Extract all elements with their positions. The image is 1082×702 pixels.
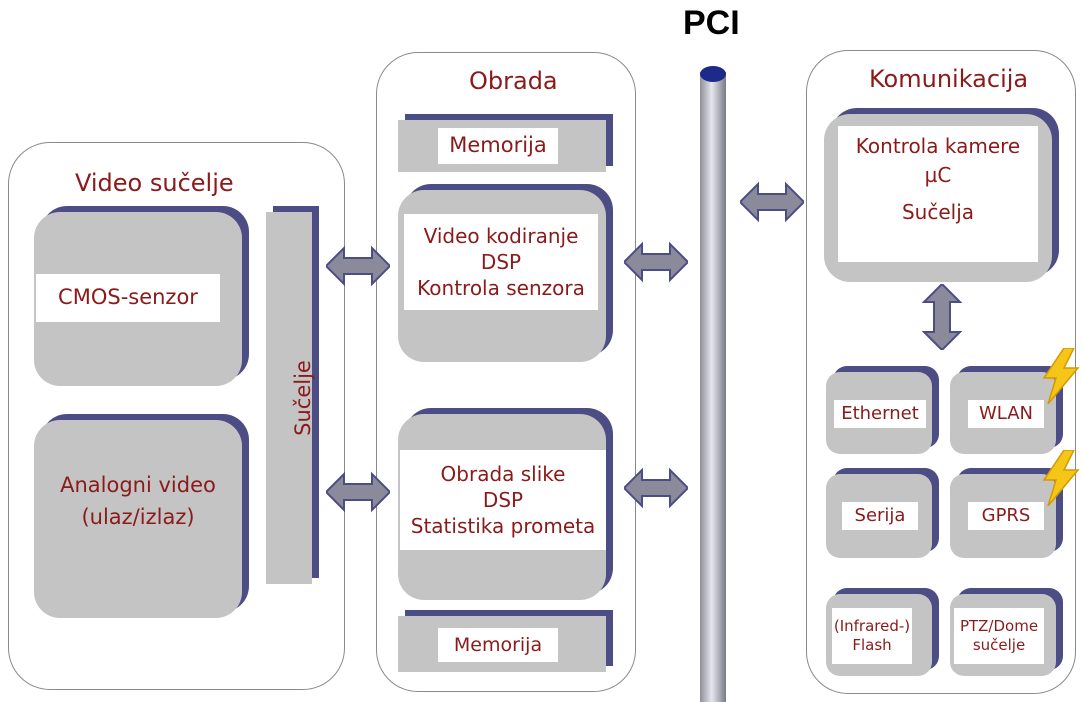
lightning-icon (1042, 348, 1080, 404)
ptz-line-1: PTZ/Dome (959, 616, 1039, 635)
cmos-sensor-label: CMOS-senzor (36, 274, 220, 322)
image-processing-block: Obrada slike DSP Statistika prometa (398, 414, 606, 600)
wlan-block: WLAN (950, 372, 1056, 454)
communication-title: Komunikacija (869, 65, 1029, 93)
gprs-label: GPRS (968, 502, 1044, 530)
video-coding-line-3: Kontrola senzora (417, 276, 585, 300)
ptz-label: PTZ/Dome sučelje (954, 608, 1044, 664)
memory-top-block: Memorija (398, 120, 606, 172)
double-arrow-icon (624, 467, 688, 509)
double-arrow-icon (326, 245, 390, 287)
flash-line-2: Flash (852, 636, 892, 654)
double-arrow-icon (740, 181, 804, 223)
double-arrow-icon (921, 284, 963, 350)
pci-label: PCI (683, 4, 740, 42)
double-arrow-icon (624, 241, 688, 283)
image-processing-label: Obrada slike DSP Statistika prometa (400, 450, 606, 550)
ptz-block: PTZ/Dome sučelje (950, 594, 1056, 676)
camera-control-block: Kontrola kamere µC Sučelja (824, 114, 1052, 282)
lightning-icon (1042, 450, 1080, 506)
gprs-block: GPRS (950, 474, 1056, 558)
flash-label: (Infrared-) Flash (832, 608, 912, 664)
serial-label: Serija (842, 502, 918, 530)
double-arrow-icon (326, 471, 390, 513)
camera-control-label: Kontrola kamere µC Sučelja (838, 126, 1038, 262)
analog-video-line-1: Analogni video (60, 473, 216, 497)
video-coding-line-1: Video kodiranje (423, 224, 579, 248)
ethernet-block: Ethernet (826, 372, 932, 454)
video-coding-label: Video kodiranje DSP Kontrola senzora (404, 214, 598, 310)
video-coding-block: Video kodiranje DSP Kontrola senzora (398, 190, 606, 362)
ptz-line-2: sučelje (972, 636, 1026, 654)
ethernet-label: Ethernet (834, 400, 926, 428)
flash-line-1: (Infrared-) (833, 616, 911, 635)
interface-bar: Sučelje (266, 212, 315, 584)
flash-block: (Infrared-) Flash (826, 594, 932, 676)
analog-video-block: Analogni video (ulaz/izlaz) (34, 420, 242, 618)
cmos-sensor-block: CMOS-senzor (34, 212, 242, 386)
processing-title: Obrada (469, 67, 558, 95)
pci-bus (700, 66, 726, 702)
video-coding-line-2: DSP (480, 250, 522, 274)
image-processing-line-2: DSP (482, 488, 524, 512)
interface-label: Sučelje (291, 360, 315, 436)
image-processing-line-3: Statistika prometa (410, 514, 596, 538)
analog-video-line-2: (ulaz/izlaz) (81, 505, 195, 529)
memory-top-label: Memorija (438, 128, 558, 164)
camera-control-line-2: µC (924, 163, 952, 187)
image-processing-line-1: Obrada slike (440, 462, 566, 486)
camera-control-line-3: Sučelja (901, 200, 975, 224)
wlan-label: WLAN (968, 400, 1044, 428)
memory-bottom-block: Memorija (398, 616, 606, 672)
camera-control-line-1: Kontrola kamere (855, 134, 1021, 158)
video-interface-title: Video sučelje (75, 169, 234, 197)
serial-block: Serija (826, 474, 932, 558)
memory-bottom-label: Memorija (438, 628, 558, 662)
